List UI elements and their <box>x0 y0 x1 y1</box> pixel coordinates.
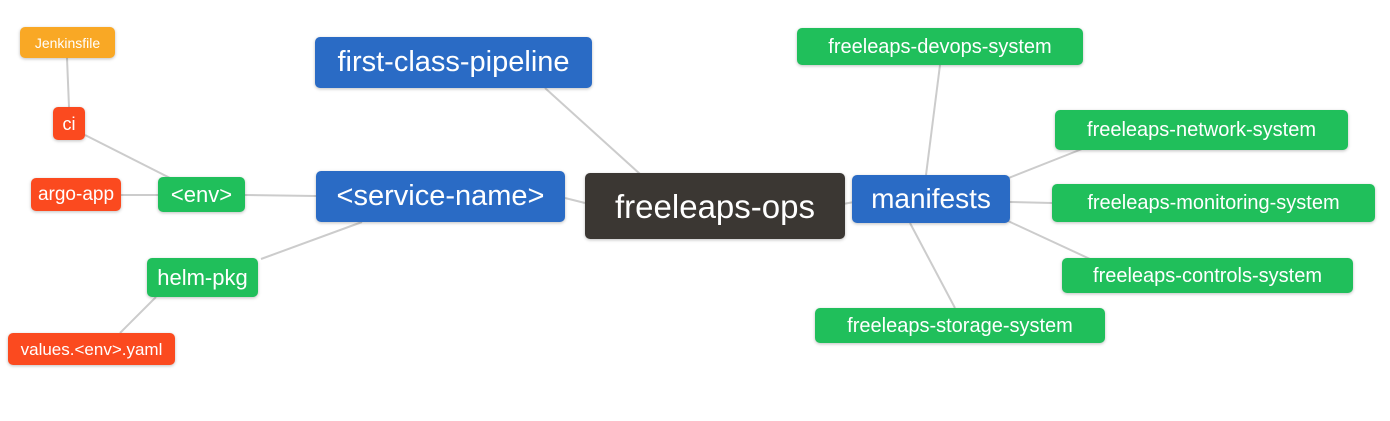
node-freeleaps-devops-system[interactable]: freeleaps-devops-system <box>797 28 1083 65</box>
node-helm-pkg[interactable]: helm-pkg <box>147 258 258 297</box>
edge-helm-pkg-service-name <box>260 221 363 260</box>
edge-service-name-ops <box>564 197 586 204</box>
edge-manifests-devops <box>925 64 941 176</box>
node-manifests[interactable]: manifests <box>852 175 1010 223</box>
node-freeleaps-network-system[interactable]: freeleaps-network-system <box>1055 110 1348 150</box>
node-ci[interactable]: ci <box>53 107 85 140</box>
node-first-class-pipeline[interactable]: first-class-pipeline <box>315 37 592 88</box>
edge-manifests-controls <box>1007 220 1091 260</box>
edge-manifests-storage <box>909 222 956 309</box>
node-service-name[interactable]: <service-name> <box>316 171 565 222</box>
node-freeleaps-ops[interactable]: freeleaps-ops <box>585 173 845 239</box>
node-values-env-yaml[interactable]: values.<env>.yaml <box>8 333 175 365</box>
node-freeleaps-storage-system[interactable]: freeleaps-storage-system <box>815 308 1105 343</box>
edge-ci-env <box>84 134 171 179</box>
edge-env-service-name <box>244 194 317 197</box>
node-freeleaps-controls-system[interactable]: freeleaps-controls-system <box>1062 258 1353 293</box>
node-freeleaps-monitoring-system[interactable]: freeleaps-monitoring-system <box>1052 184 1375 222</box>
node-argo-app[interactable]: argo-app <box>31 178 121 211</box>
edge-values-helm-pkg <box>119 296 157 334</box>
edge-manifests-network <box>1005 148 1083 180</box>
edge-jenkinsfile-ci <box>66 57 70 108</box>
node-env[interactable]: <env> <box>158 177 245 212</box>
edge-pipeline-freeleaps-ops <box>544 87 641 175</box>
edge-manifests-monitoring <box>1009 201 1053 204</box>
node-jenkinsfile[interactable]: Jenkinsfile <box>20 27 115 58</box>
